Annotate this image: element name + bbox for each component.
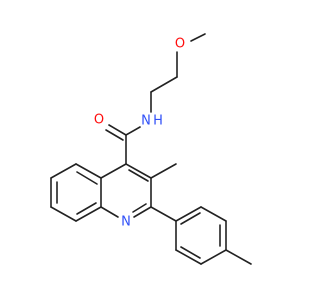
bond-c7-c8 <box>50 206 77 222</box>
bond-carbonyl-double-b <box>105 129 124 141</box>
bond-c5-c6 <box>50 163 77 179</box>
bond-c3-methyl <box>150 163 177 179</box>
bond-c4-c3 <box>125 163 152 179</box>
atom-label-amide-nitrogen: N <box>141 114 151 129</box>
atom-label-amide-hydrogen: H <box>153 114 163 129</box>
bond-c4-c3-inner <box>128 169 149 182</box>
bond-methyl-oxygen <box>190 33 206 42</box>
atom-label-carbonyl-oxygen: O <box>94 113 104 128</box>
bond-c4a-c5-inner <box>76 171 98 185</box>
bond-c8-c8a-inner <box>76 202 97 215</box>
bond-aryl-1-2-inner <box>180 212 201 225</box>
bond-aryl-methyl <box>225 249 252 265</box>
bond-c4a-c4 <box>100 163 127 179</box>
bond-c8-c8a <box>75 206 102 222</box>
atom-label-quinoline-nitrogen: N <box>121 215 131 230</box>
bond-n1-c8a <box>100 206 119 218</box>
bond-aryl-2-3 <box>200 206 227 222</box>
bond-carbonyl-double-a <box>108 124 127 136</box>
bond-c2-aryl <box>150 206 177 222</box>
bond-c2-n1-inner <box>132 203 147 213</box>
atom-label-ether-oxygen: O <box>175 37 185 52</box>
atom-labels: O O N H N <box>94 37 185 230</box>
bond-aryl-1-2 <box>175 206 202 222</box>
bond-ch2-ch2 <box>150 76 178 93</box>
bond-c4a-c5 <box>75 163 102 179</box>
bond-nh-carbonyl <box>125 126 141 136</box>
molecule-diagram: O O N H N <box>50 33 252 265</box>
bond-aryl-5-6 <box>175 249 202 265</box>
structure-canvas: O O N H N <box>50 33 252 265</box>
bond-c2-n1 <box>133 206 152 218</box>
bond-aryl-4-5 <box>200 249 227 265</box>
bond-aryl-5-6-inner <box>180 246 201 259</box>
bonds <box>50 33 252 265</box>
